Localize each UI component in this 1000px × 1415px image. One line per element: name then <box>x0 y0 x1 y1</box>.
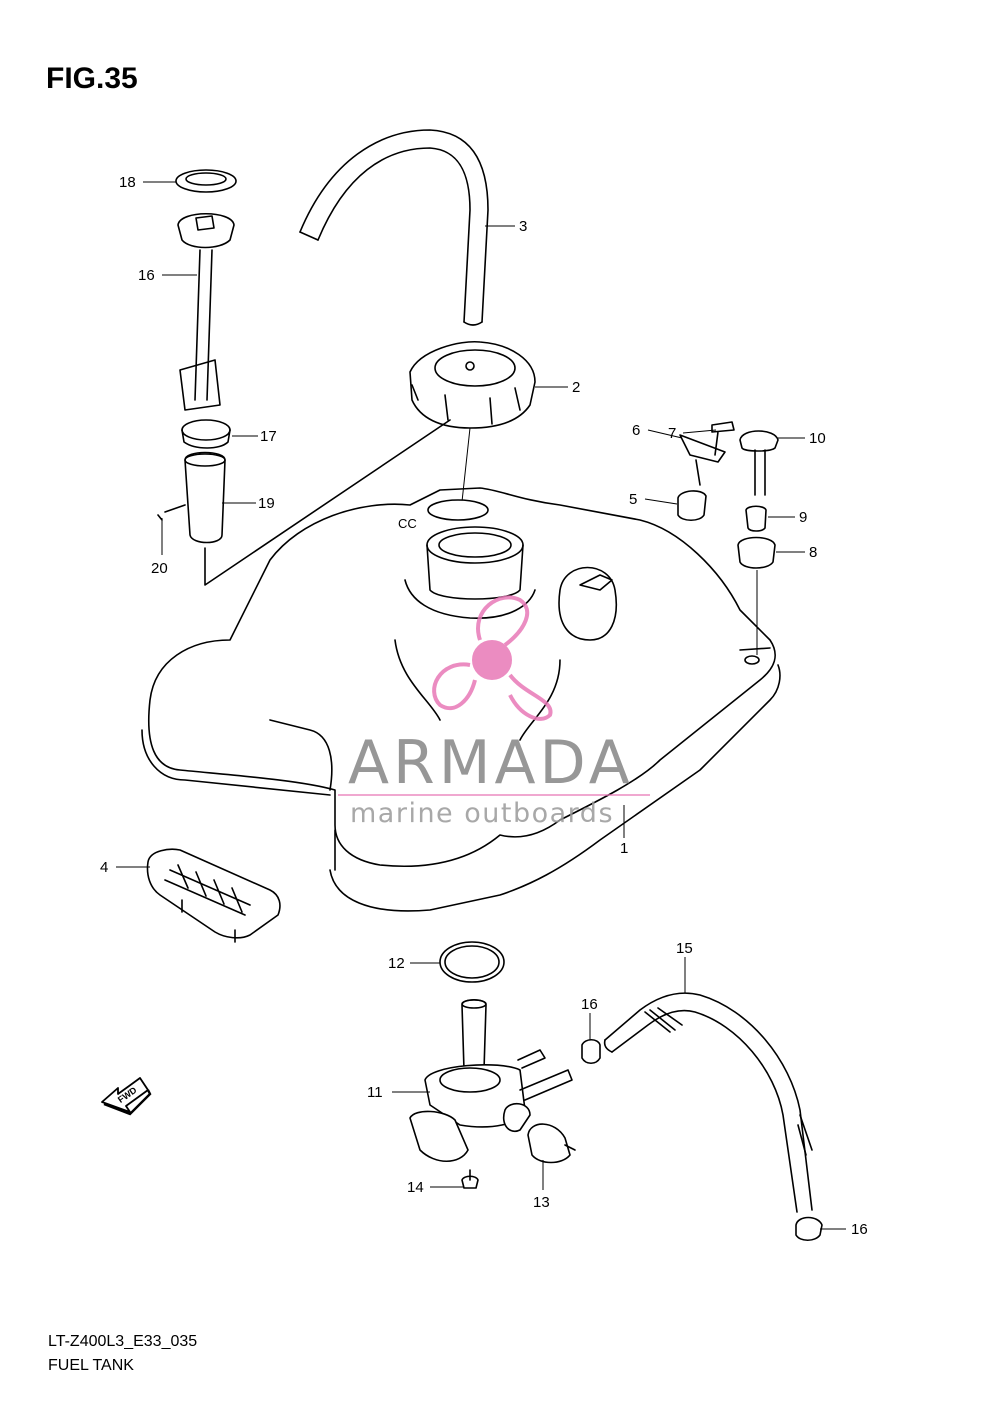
leader-lines <box>116 181 846 1230</box>
o-ring-part-12 <box>439 941 505 983</box>
callout-10: 10 <box>809 430 826 447</box>
armada-logo-icon <box>432 595 553 721</box>
fwd-arrow-icon: FWD <box>101 1077 152 1116</box>
callout-4: 4 <box>100 859 108 876</box>
callout-14: 14 <box>407 1179 424 1196</box>
callout-18: 17 <box>260 428 277 445</box>
callout-20: 19 <box>258 495 275 512</box>
watermark-brand: ARMADA <box>348 728 634 798</box>
knob-part-13 <box>527 1123 571 1164</box>
fuel-tank-part-1: CC <box>141 487 781 912</box>
callout-16-lower: 16 <box>851 1221 868 1238</box>
callout-9: 9 <box>799 509 807 526</box>
bolt-part-7 <box>711 421 735 456</box>
screw-part-21 <box>157 504 186 521</box>
callout-2: 2 <box>572 379 580 396</box>
watermark: ARMADA marine outboards <box>338 595 650 829</box>
sleeve-part-20 <box>184 451 226 544</box>
watermark-tagline: marine outboards <box>350 798 614 829</box>
callout-6: 6 <box>632 422 640 439</box>
washer-bolt-part-10 <box>739 430 779 452</box>
callout-8: 8 <box>809 544 817 561</box>
callout-13: 13 <box>533 1194 550 1211</box>
callout-1: 1 <box>620 840 628 857</box>
fuel-hose-part-15 <box>603 992 813 1213</box>
callout-5: 5 <box>629 491 637 508</box>
clamp-part-16-lower <box>795 1216 823 1242</box>
screw-part-14 <box>461 1175 479 1189</box>
seal-part-18 <box>181 419 231 441</box>
mounting-hardware <box>677 421 779 655</box>
collar-part-9 <box>745 505 767 532</box>
callout-3: 3 <box>519 218 527 235</box>
gauge-head-part-17 <box>177 212 235 249</box>
figure-caption: FUEL TANK <box>48 1357 134 1374</box>
callout-19: 18 <box>119 174 136 191</box>
heat-shield-part-4 <box>146 848 281 943</box>
callout-21: 20 <box>151 560 168 577</box>
callout-12: 12 <box>388 955 405 972</box>
model-code: LT-Z400L3_E33_035 <box>48 1333 198 1350</box>
fuel-cock-part-11 <box>409 998 573 1163</box>
fuel-gauge-assembly <box>157 169 451 586</box>
cushion-part-8 <box>737 536 776 569</box>
callout-17: 16 <box>138 267 155 284</box>
callout-15: 15 <box>676 940 693 957</box>
callout-11: 11 <box>367 1084 383 1101</box>
callout-7: 7 <box>668 425 676 442</box>
cushion-part-5 <box>677 490 707 522</box>
breather-hose-part-3 <box>299 129 489 326</box>
callout-16-upper: 16 <box>581 996 598 1013</box>
fuel-cap-part-2 <box>409 340 536 429</box>
svg-text:CC: CC <box>398 516 417 531</box>
washer-part-6 <box>679 434 726 463</box>
clamp-part-16-upper <box>581 1038 601 1065</box>
figure-title: FIG.35 <box>46 62 138 95</box>
callout-labels: 18 16 17 19 20 3 2 7 6 5 10 9 8 1 4 12 1… <box>100 174 868 1238</box>
